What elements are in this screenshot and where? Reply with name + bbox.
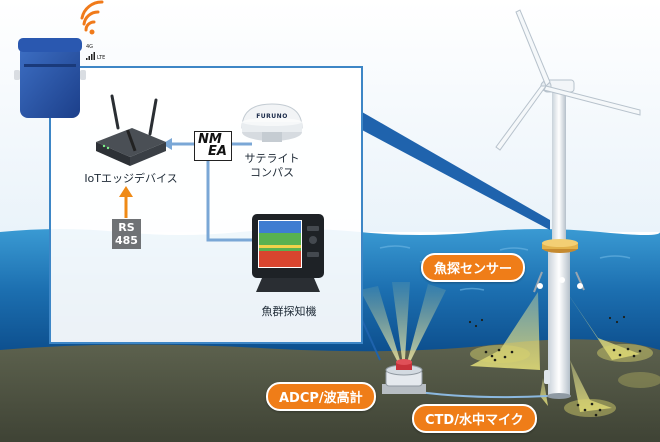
adcp-beams [360,282,446,374]
fish-finder-link [206,158,252,242]
fish-dots [468,315,642,417]
iot-edge-device [96,94,166,166]
rs485-arrow [119,186,133,197]
fish-finder-label: 魚群探知機 [261,305,317,318]
fish-sensor-callout: 魚探センサー [421,253,526,282]
compass-brand: FURUNO [256,113,288,120]
wind-turbine [495,9,641,399]
adcp-device [382,359,426,394]
fish-finder-monitor [252,214,324,292]
signal-icon [80,0,104,32]
fish-school [470,344,660,417]
onboard-panel [49,66,363,344]
signal-bars-icon [86,52,95,60]
satellite-compass-label: サテライト コンパス [244,152,300,179]
network-lte-label: LTE [97,55,106,61]
sonar-beam [564,288,640,360]
adcp-callout: ADCP/波高計 [266,382,376,411]
satellite-compass [241,103,303,142]
cellular-gateway-box [14,38,86,118]
iot-device-label: IoTエッジデバイス [84,172,178,185]
link-wedge [362,112,550,230]
nmea-icon: NM EA [194,131,232,161]
network-4g-label: 4G [86,44,94,50]
ctd-callout: CTD/水中マイク [412,404,537,433]
sonar-beam [570,360,612,412]
sonar-beam [470,292,540,370]
rs485-badge: RS 485 [112,219,141,249]
